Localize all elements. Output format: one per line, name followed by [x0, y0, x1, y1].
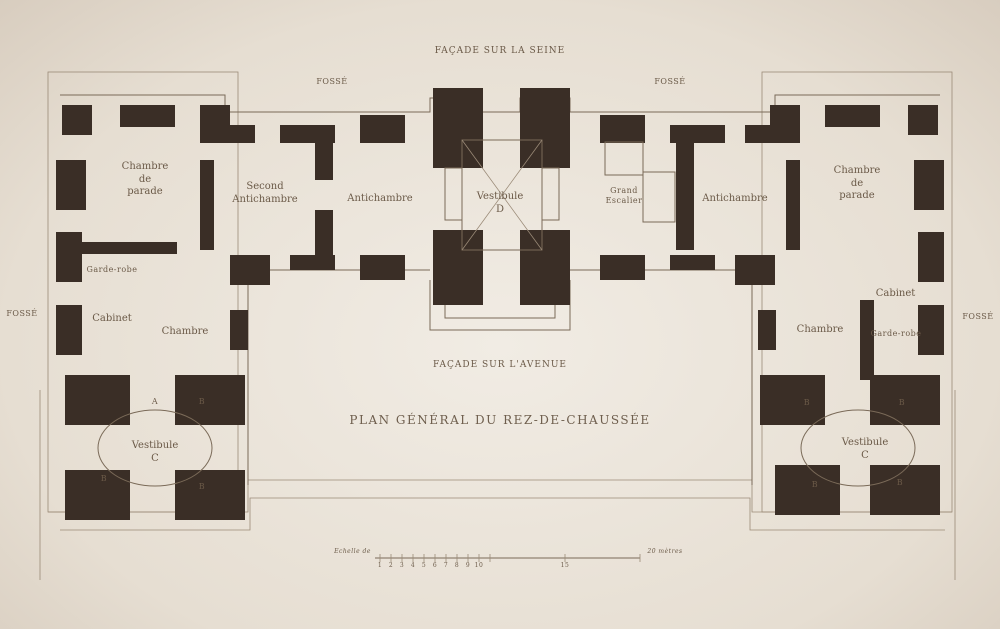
room-grand-escalier: Grand Escalier	[605, 186, 643, 205]
room-garde-robe-left: Garde-robe	[86, 265, 138, 274]
scale-tick-label: 9	[465, 562, 471, 569]
room-cabinet-left: Cabinet	[92, 313, 132, 324]
fosse-label-left: FOSSÉ	[6, 309, 38, 318]
scale-tick-label: 6	[432, 562, 438, 569]
scale-label: Echelle de	[334, 548, 371, 555]
fosse-label-top-left: FOSSÉ	[316, 77, 348, 86]
fosse-label-right: FOSSÉ	[962, 312, 994, 321]
room-vestibule-c-left: Vestibule C	[131, 440, 179, 464]
scale-tick-label: 10	[474, 562, 484, 569]
facade-seine-label: FAÇADE SUR LA SEINE	[434, 46, 566, 56]
room-chambre-right: Chambre	[796, 324, 844, 335]
fosse-label-top-right: FOSSÉ	[654, 77, 686, 86]
mark-b-6: B	[811, 480, 819, 489]
room-cabinet-right: Cabinet	[875, 288, 916, 299]
scale-tick-label: 5	[421, 562, 427, 569]
scale-end-label: 20 mètres	[647, 548, 683, 555]
mark-b-7: B	[896, 478, 904, 487]
walls	[56, 88, 944, 520]
room-vestibule-c-right: Vestibule C	[841, 437, 889, 461]
mark-b-1: B	[198, 397, 206, 406]
scale-tick-label: 4	[410, 562, 416, 569]
scale-tick-label: 15	[560, 562, 570, 569]
room-chambre-left: Chambre	[161, 326, 209, 337]
room-vestibule-d: Vestibule D	[476, 191, 524, 215]
room-chambre-parade-right: Chambre de parade	[833, 165, 881, 201]
scale-tick-label: 3	[399, 562, 405, 569]
room-chambre-parade-left: Chambre de parade	[121, 161, 169, 197]
scale-bar-line	[375, 554, 641, 562]
mark-b-2: B	[198, 482, 206, 491]
mark-b-4: B	[803, 398, 811, 407]
mark-b-3: B	[100, 474, 108, 483]
plan-title: PLAN GÉNÉRAL DU REZ-DE-CHAUSSÉE	[349, 413, 651, 427]
room-antichambre-right: Antichambre	[702, 193, 768, 204]
scale-tick-label: 1	[377, 562, 383, 569]
room-second-antichambre: Second Antichambre	[232, 181, 298, 205]
facade-avenue-label: FAÇADE SUR L'AVENUE	[433, 360, 567, 370]
scale-tick-label: 8	[454, 562, 460, 569]
room-garde-robe-right: Garde-robe	[870, 329, 922, 338]
mark-a: A	[151, 397, 159, 406]
room-antichambre-left: Antichambre	[347, 193, 413, 204]
scale-tick-label: 7	[443, 562, 449, 569]
mark-b-5: B	[898, 398, 906, 407]
vestibules	[97, 139, 916, 487]
scale-tick-label: 2	[388, 562, 394, 569]
